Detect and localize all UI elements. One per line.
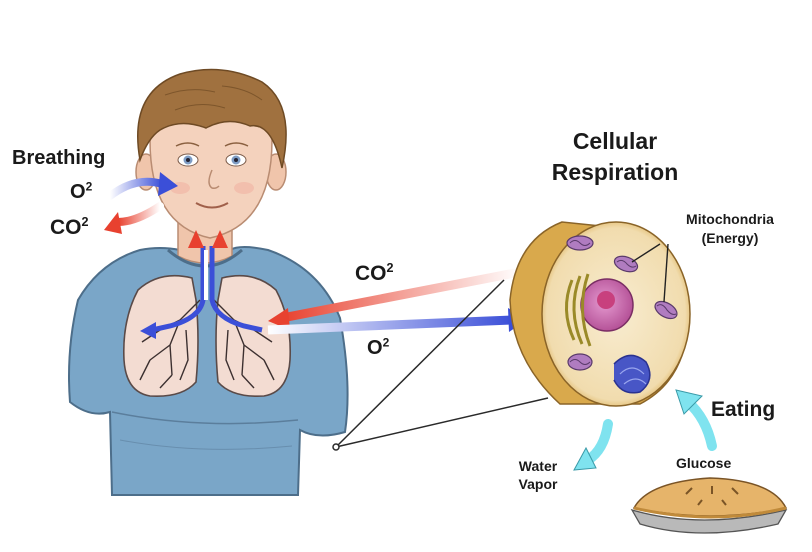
co2-out-arrow [114, 202, 164, 226]
co2-cell-base: CO [355, 262, 387, 285]
water-vapor-label: Water Vapor [506, 457, 570, 493]
shirt [68, 246, 349, 496]
hair [137, 68, 287, 169]
mitochondria-line-2: (Energy) [701, 230, 759, 246]
animal-cell-icon [509, 221, 691, 407]
mitochondria-icon [566, 235, 678, 371]
co2-breathing-sup: 2 [81, 215, 89, 229]
co2-cell-sup: 2 [386, 261, 394, 275]
mitochondria-line-1: Mitochondria [686, 211, 774, 227]
co2-cell-label: CO2 [355, 262, 394, 286]
diagram-title: Cellular Respiration [500, 126, 730, 188]
water-vapor-line-2: Vapor [518, 476, 558, 492]
zoom-lines [332, 279, 549, 451]
co2-breathing-label: CO2 [50, 216, 89, 240]
water-vapor-arrow [573, 419, 613, 471]
glucose-label: Glucose [676, 455, 732, 471]
airway-arrows [140, 230, 263, 339]
lungs-icon [122, 274, 292, 398]
o2-cell-sup: 2 [382, 335, 390, 350]
eating-label: Eating [711, 398, 776, 421]
title-line-2: Respiration [551, 159, 679, 185]
mitochondria-label: Mitochondria (Energy) [660, 210, 800, 248]
co2-breathing-base: CO [50, 216, 82, 239]
co2-to-lungs-arrow [281, 267, 521, 323]
o2-to-cell-arrow [267, 315, 513, 335]
title-line-1: Cellular [572, 128, 658, 154]
o2-breathing-sup: 2 [85, 179, 93, 194]
pie-icon [630, 477, 788, 534]
eating-arrow [675, 389, 717, 451]
o2-cell-label: O2 [367, 335, 390, 360]
o2-breathing-base: O [70, 181, 86, 203]
breathing-arrows [104, 172, 178, 234]
o2-in-arrow [106, 177, 166, 200]
boy-figure [68, 68, 349, 496]
o2-cell-base: O [367, 337, 383, 359]
breathing-label: Breathing [12, 147, 106, 169]
water-vapor-line-1: Water [518, 458, 558, 474]
o2-breathing-label: O2 [70, 179, 93, 204]
